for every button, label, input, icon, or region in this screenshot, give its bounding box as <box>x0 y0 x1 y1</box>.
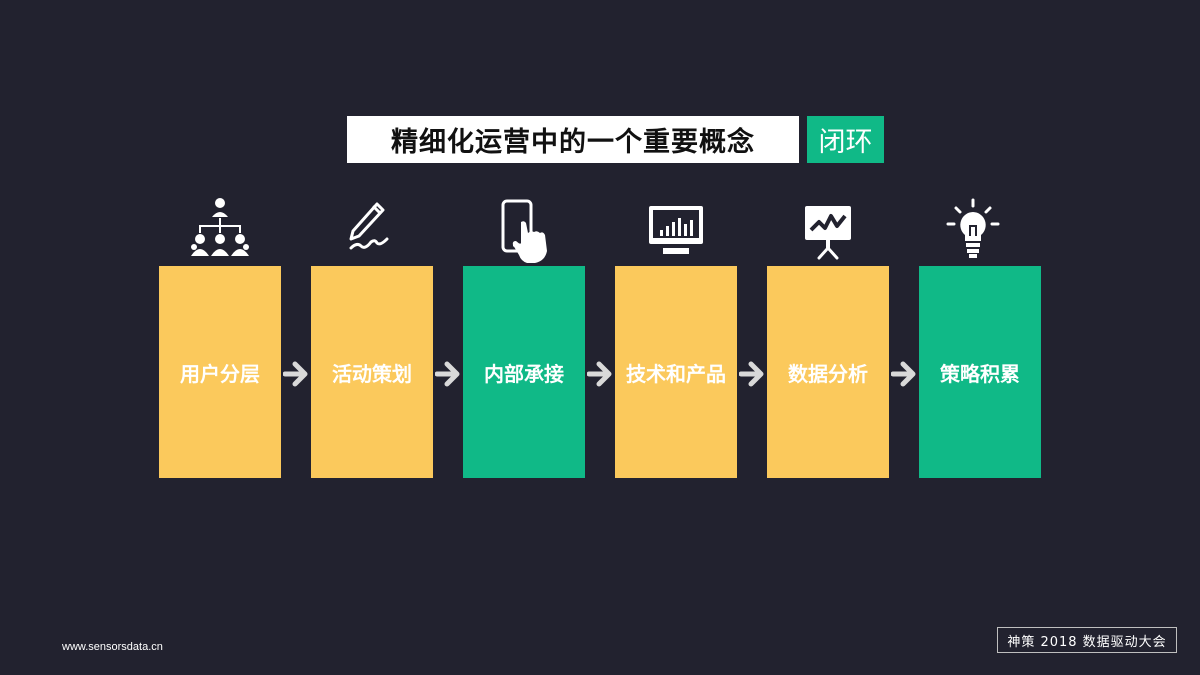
footer-url: www.sensorsdata.cn <box>62 641 163 653</box>
lightbulb-icon <box>938 196 1008 264</box>
presentation-line-chart-icon <box>793 196 863 264</box>
step-strategy-accumulation: 策略积累 <box>919 266 1041 478</box>
chevron-right-icon <box>435 359 463 389</box>
chevron-right-icon <box>283 359 311 389</box>
slide-title: 精细化运营中的一个重要概念 <box>347 116 799 163</box>
step-tech-and-product: 技术和产品 <box>615 266 737 478</box>
step-campaign-planning: 活动策划 <box>311 266 433 478</box>
step-data-analysis: 数据分析 <box>767 266 889 478</box>
chevron-right-icon <box>739 359 767 389</box>
title-tag: 闭环 <box>807 116 884 163</box>
phone-touch-icon <box>489 196 559 264</box>
monitor-bar-chart-icon <box>641 196 711 264</box>
step-user-segmentation: 用户分层 <box>159 266 281 478</box>
org-chart-icon <box>185 196 255 264</box>
chevron-right-icon <box>587 359 615 389</box>
event-badge: 神策 2018 数据驱动大会 <box>997 627 1177 653</box>
step-internal-handling: 内部承接 <box>463 266 585 478</box>
chevron-right-icon <box>891 359 919 389</box>
pen-signature-icon <box>337 196 407 264</box>
